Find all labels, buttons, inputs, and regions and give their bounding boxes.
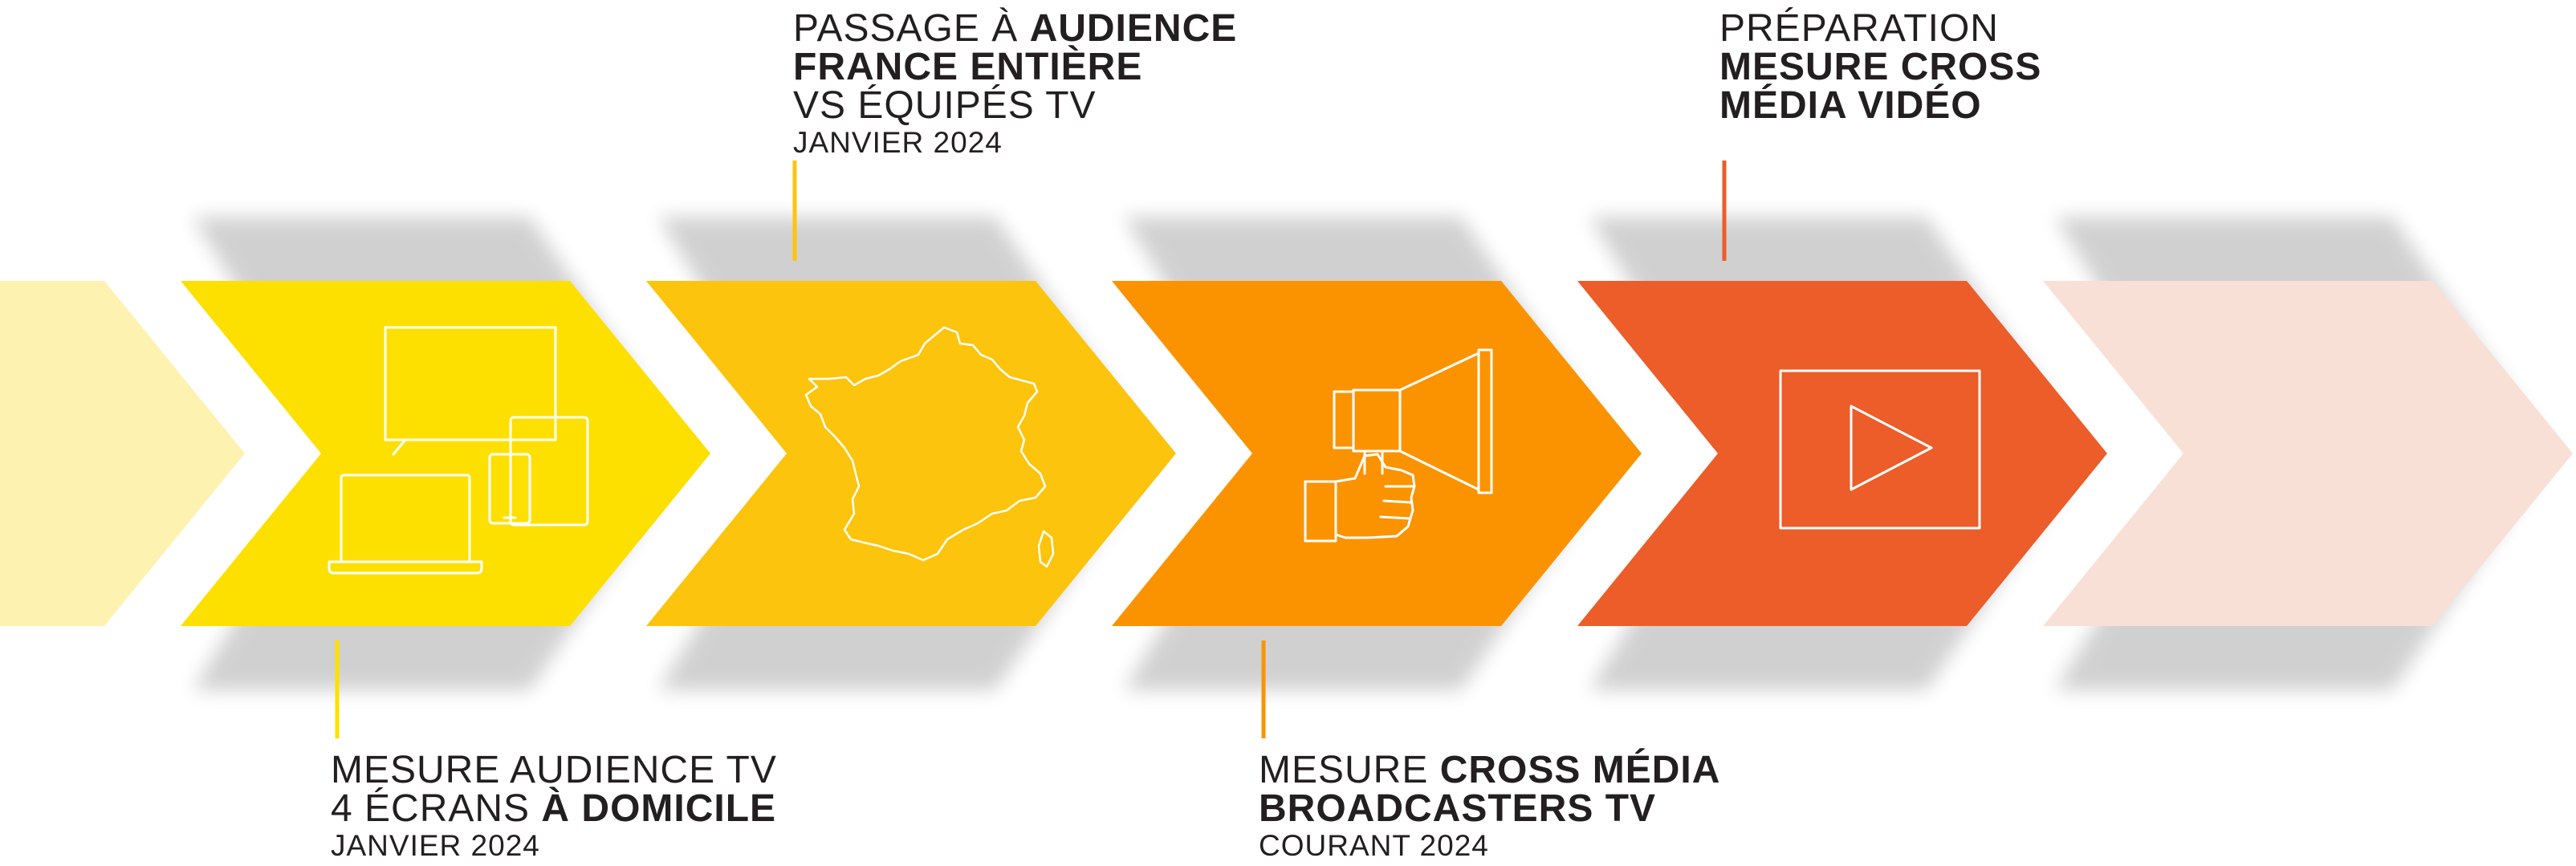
milestone-cross-media-broadcasters: MESURE CROSS MÉDIA BROADCASTERS TV COURA… bbox=[1259, 751, 1720, 864]
milestone-france-entiere: PASSAGE À AUDIENCE FRANCE ENTIÈRE VS ÉQU… bbox=[793, 10, 1237, 161]
milestone-cross-media-video: PRÉPARATION MESURE CROSS MÉDIA VIDÉO bbox=[1719, 10, 2041, 125]
france-map-icon bbox=[804, 326, 1055, 568]
milestone-4-line-3: MÉDIA VIDÉO bbox=[1719, 87, 2041, 125]
megaphone-icon bbox=[1304, 348, 1493, 543]
timeline-step-6 bbox=[2043, 281, 2573, 626]
milestone-2-line-1: PASSAGE À AUDIENCE bbox=[793, 10, 1237, 48]
milestone-2-line-1-bold: AUDIENCE bbox=[1029, 7, 1238, 50]
milestone-4-line-3-bold: MÉDIA VIDÉO bbox=[1719, 84, 1982, 127]
milestone-3-line-2-bold: BROADCASTERS TV bbox=[1259, 787, 1657, 830]
timeline-step-2 bbox=[181, 281, 710, 626]
milestone-1-line-2-bold: À DOMICILE bbox=[541, 787, 777, 830]
milestone-1-line-1: MESURE AUDIENCE TV bbox=[331, 749, 777, 791]
milestone-1-line-2: 4 ÉCRANS À DOMICILE bbox=[331, 790, 777, 828]
milestone-1-date: JANVIER 2024 bbox=[331, 829, 540, 862]
milestone-3-line-1-normal: MESURE bbox=[1259, 749, 1440, 791]
milestone-3-line-1: MESURE CROSS MÉDIA bbox=[1259, 751, 1720, 790]
timeline-step-1 bbox=[0, 281, 245, 626]
milestone-2-date: JANVIER 2024 bbox=[793, 126, 1003, 159]
milestone-tv-4-screens: MESURE AUDIENCE TV 4 ÉCRANS À DOMICILE J… bbox=[331, 751, 777, 864]
milestone-4-line-2-bold: MESURE CROSS bbox=[1719, 46, 2042, 88]
milestone-2-line-1-normal: PASSAGE À bbox=[793, 7, 1030, 50]
timeline-step-3 bbox=[646, 281, 1176, 626]
milestone-3-date: COURANT 2024 bbox=[1259, 829, 1489, 862]
milestone-2-line-2-bold: FRANCE ENTIÈRE bbox=[793, 46, 1143, 88]
milestone-2-line-3: VS ÉQUIPÉS TV bbox=[793, 84, 1097, 127]
video-play-icon bbox=[1779, 369, 1981, 530]
milestone-4-line-2: MESURE CROSS bbox=[1719, 48, 2041, 87]
milestone-3-line-1-bold: CROSS MÉDIA bbox=[1439, 749, 1721, 791]
timeline-step-5 bbox=[1577, 281, 2107, 626]
milestone-2-line-2: FRANCE ENTIÈRE bbox=[793, 48, 1237, 87]
milestone-3-line-2: BROADCASTERS TV bbox=[1259, 790, 1720, 828]
milestone-4-line-1: PRÉPARATION bbox=[1719, 7, 1999, 50]
milestone-1-line-2-normal: 4 ÉCRANS bbox=[331, 787, 542, 830]
devices-icon bbox=[328, 326, 589, 575]
